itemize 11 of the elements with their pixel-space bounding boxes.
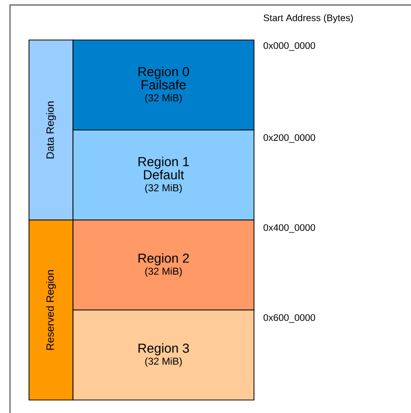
side-band: Data Region [28, 40, 74, 220]
region-box: Region 1 Default (32 MiB) [72, 130, 254, 220]
region-box: Region 2 (32 MiB) [72, 220, 254, 310]
region-box: Region 3 (32 MiB) [72, 310, 254, 400]
address-label: 0x400_0000 [264, 224, 316, 233]
region-box: Region 0 Failsafe (32 MiB) [72, 40, 254, 130]
address-label: 0x000_0000 [264, 42, 316, 51]
address-label: 0x600_0000 [264, 314, 316, 323]
side-band: Reserved Region [28, 220, 74, 400]
column-heading: Start Address (Bytes) [264, 14, 353, 24]
address-label: 0x200_0000 [264, 134, 316, 143]
